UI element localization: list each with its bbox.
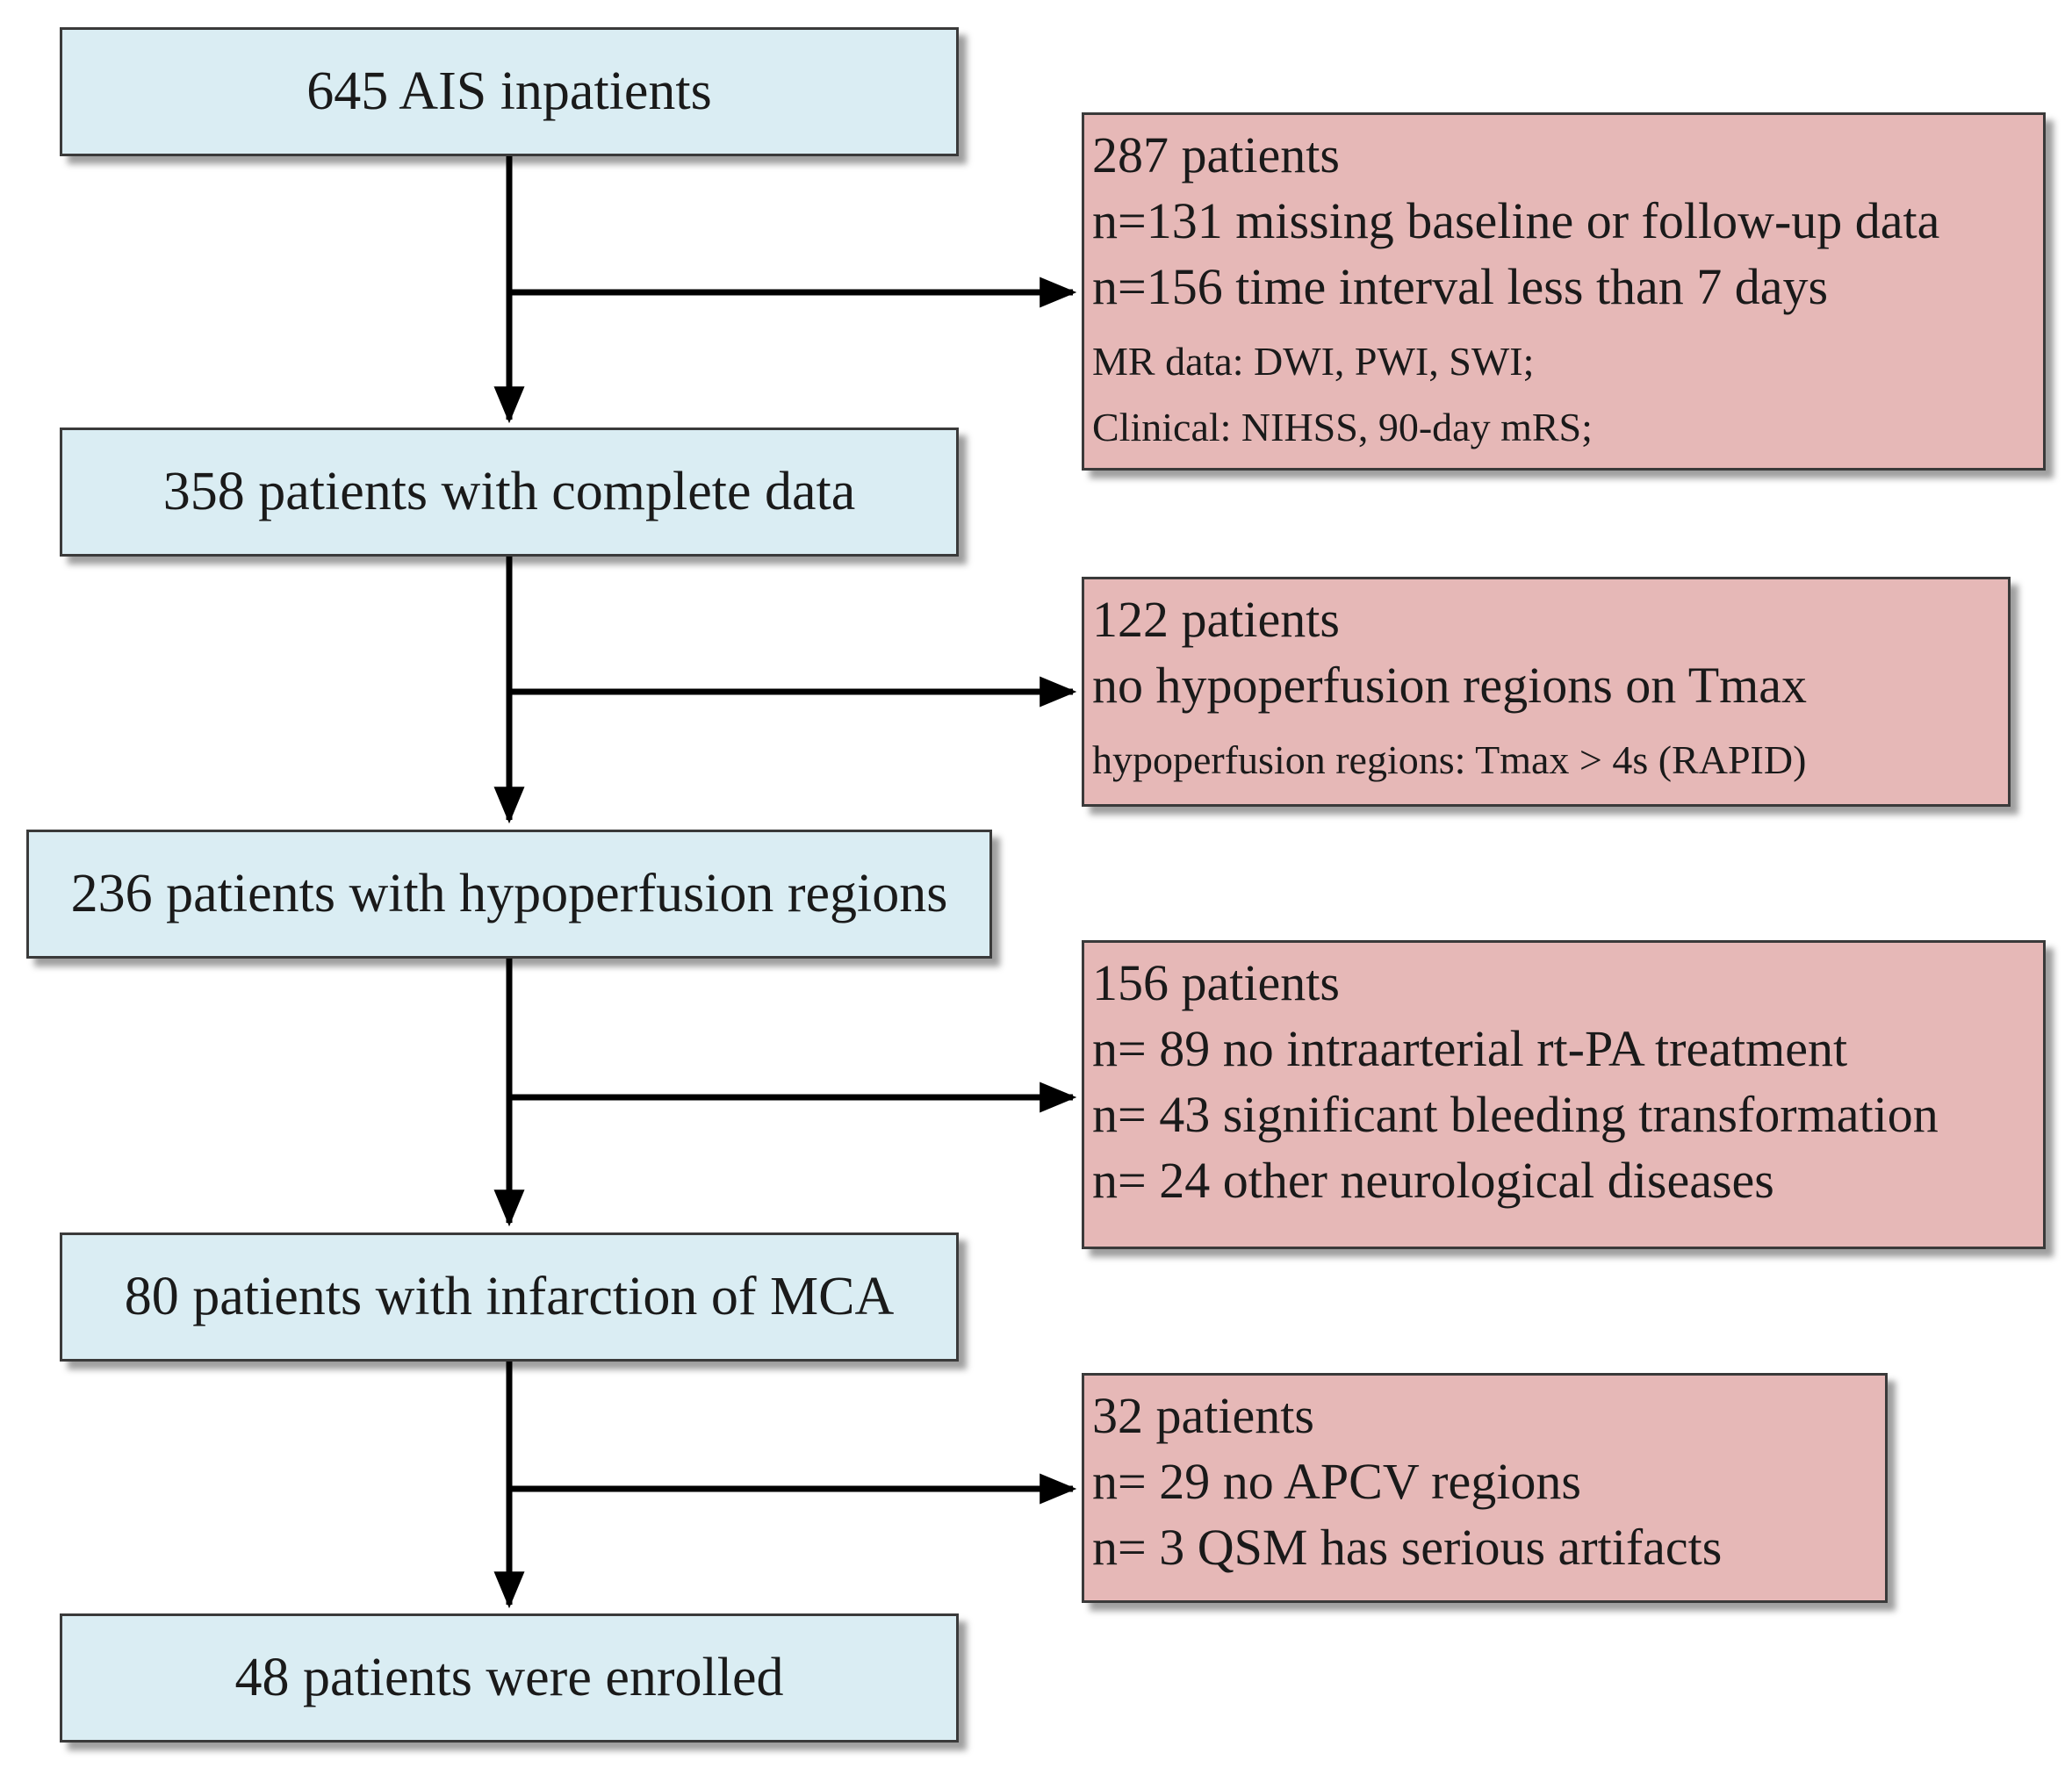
exclusion-reason: n= 43 significant bleeding transformatio… — [1092, 1086, 1939, 1143]
step-label-4: 80 patients with infarction of MCA — [124, 1267, 895, 1326]
exclusion-reason: n= 24 other neurological diseases — [1092, 1152, 1774, 1209]
exclusion-title-2: 122 patients — [1092, 591, 1340, 648]
exclusion-box-4: 32 patients n= 29 no APCV regions n= 3 Q… — [1082, 1373, 1888, 1603]
exclusion-reason: n= 3 QSM has serious artifacts — [1092, 1519, 1723, 1576]
exclusion-reason: n=131 missing baseline or follow-up data — [1092, 192, 1940, 249]
step-box-2: 358 patients with complete data — [60, 428, 959, 557]
step-box-4: 80 patients with infarction of MCA — [60, 1232, 959, 1362]
exclusion-note: hypoperfusion regions: Tmax > 4s (RAPID) — [1092, 737, 1807, 782]
exclusion-reason: no hypoperfusion regions on Tmax — [1092, 657, 1808, 714]
exclusion-title-4: 32 patients — [1092, 1387, 1314, 1444]
exclusion-title-3: 156 patients — [1092, 954, 1340, 1011]
step-label-3: 236 patients with hypoperfusion regions — [70, 864, 948, 923]
exclusion-reason: n=156 time interval less than 7 days — [1092, 258, 1829, 315]
exclusion-box-3: 156 patients n= 89 no intraarterial rt-P… — [1082, 940, 2046, 1249]
step-label-2: 358 patients with complete data — [162, 462, 856, 521]
step-box-3: 236 patients with hypoperfusion regions — [26, 830, 992, 959]
exclusion-reason: n= 89 no intraarterial rt-PA treatment — [1092, 1020, 1848, 1077]
exclusion-note: Clinical: NIHSS, 90-day mRS; — [1092, 405, 1593, 449]
exclusion-reason: n= 29 no APCV regions — [1092, 1453, 1581, 1510]
step-label-5: 48 patients were enrolled — [234, 1648, 784, 1707]
exclusion-box-1: 287 patients n=131 missing baseline or f… — [1082, 112, 2046, 471]
step-box-5: 48 patients were enrolled — [60, 1613, 959, 1743]
exclusion-note: MR data: DWI, PWI, SWI; — [1092, 339, 1535, 384]
exclusion-box-2: 122 patients no hypoperfusion regions on… — [1082, 577, 2011, 807]
step-box-1: 645 AIS inpatients — [60, 27, 959, 156]
step-label-1: 645 AIS inpatients — [306, 61, 712, 121]
exclusion-title-1: 287 patients — [1092, 126, 1340, 183]
